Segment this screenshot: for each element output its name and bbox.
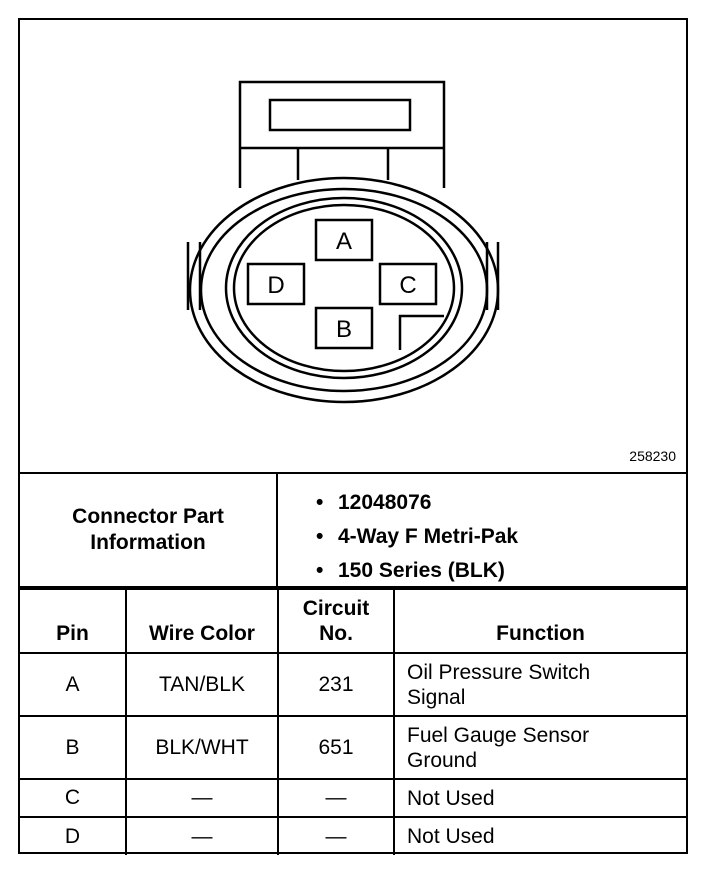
function-cell: Fuel Gauge Sensor Ground (393, 715, 686, 780)
pin-cell: D (20, 816, 127, 855)
header-function: Function (393, 588, 686, 654)
pin-table: Pin Wire Color Circuit No. Function A TA… (20, 588, 686, 855)
part-info-list: 12048076 4-Way F Metri-Pak 150 Series (B… (316, 486, 518, 588)
pin-cavity-b (314, 306, 374, 350)
pin-label-d: D (267, 272, 285, 299)
circuit-cell: 231 (277, 652, 395, 717)
function-cell: Not Used (393, 816, 686, 855)
function-line1: Fuel Gauge Sensor (407, 723, 590, 747)
header-wire-color: Wire Color (125, 588, 279, 654)
connector-series: 150 Series (BLK) (316, 554, 518, 588)
part-info-label-line2: Information (90, 531, 206, 554)
part-info-label-line1: Connector Part (72, 505, 224, 528)
table-header-row: Pin Wire Color Circuit No. Function (20, 588, 686, 654)
header-circuit-line1: Circuit (302, 597, 370, 620)
pin-cell: B (20, 715, 127, 780)
connector-part-info: Connector Part Information 12048076 4-Wa… (20, 474, 686, 588)
part-info-label: Connector Part Information (20, 474, 278, 586)
circuit-cell: — (277, 778, 395, 818)
pin-cavity-a (314, 218, 374, 262)
pin-label-b: B (335, 316, 352, 343)
pin-cavity-c (378, 262, 438, 306)
function-cell: Not Used (393, 778, 686, 818)
function-line2: Signal (407, 685, 466, 709)
header-pin: Pin (20, 588, 127, 654)
header-circuit: Circuit No. (277, 588, 395, 654)
wire-color-cell: — (125, 816, 279, 855)
circuit-cell: 651 (277, 715, 395, 780)
connector-info-frame: A B C D 258230 Connector Part Informatio… (18, 18, 688, 855)
circuit-cell: — (277, 816, 395, 855)
function-line2: Ground (407, 748, 478, 772)
wire-color-cell: BLK/WHT (125, 715, 279, 780)
pin-label-a: A (335, 228, 352, 255)
table-row: C — — Not Used (20, 778, 686, 818)
pin-cell: A (20, 652, 127, 717)
wire-color-cell: — (125, 778, 279, 818)
pin-cavity-d (246, 262, 306, 306)
pin-cell: C (20, 778, 127, 818)
table-row: D — — Not Used (20, 816, 686, 855)
pin-label-c: C (399, 272, 417, 299)
function-cell: Oil Pressure Switch Signal (393, 652, 686, 717)
connector-face-drawing (186, 80, 500, 404)
function-line1: Oil Pressure Switch (407, 660, 591, 684)
connector-type: 4-Way F Metri-Pak (316, 520, 518, 554)
figure-id: 258230 (629, 448, 676, 464)
header-circuit-line2: No. (319, 622, 353, 645)
part-number: 12048076 (316, 486, 518, 520)
wire-color-cell: TAN/BLK (125, 652, 279, 717)
table-row: B BLK/WHT 651 Fuel Gauge Sensor Ground (20, 715, 686, 780)
table-row: A TAN/BLK 231 Oil Pressure Switch Signal (20, 652, 686, 717)
connector-diagram: A B C D 258230 (20, 20, 686, 474)
